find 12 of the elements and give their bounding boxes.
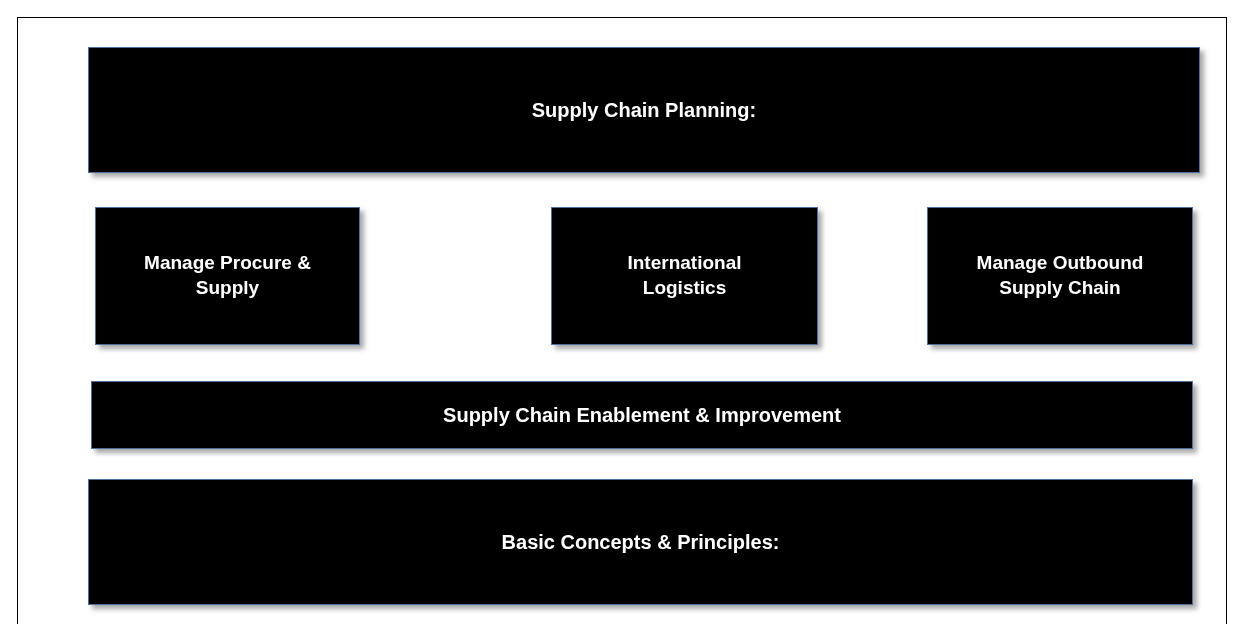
block-title: Manage Procure & Supply <box>143 251 312 300</box>
block <box>927 207 1193 345</box>
block-title: International Logistics <box>626 251 743 300</box>
block <box>88 479 1193 605</box>
block <box>88 47 1200 173</box>
block <box>95 207 360 345</box>
block-title: Supply Chain Planning: <box>531 98 757 123</box>
block-title: Manage Outbound Supply Chain <box>975 251 1145 300</box>
block <box>91 381 1193 449</box>
block <box>551 207 818 345</box>
block-title: Supply Chain Enablement & Improvement <box>443 403 841 428</box>
block-title: Basic Concepts & Principles: <box>501 530 780 555</box>
